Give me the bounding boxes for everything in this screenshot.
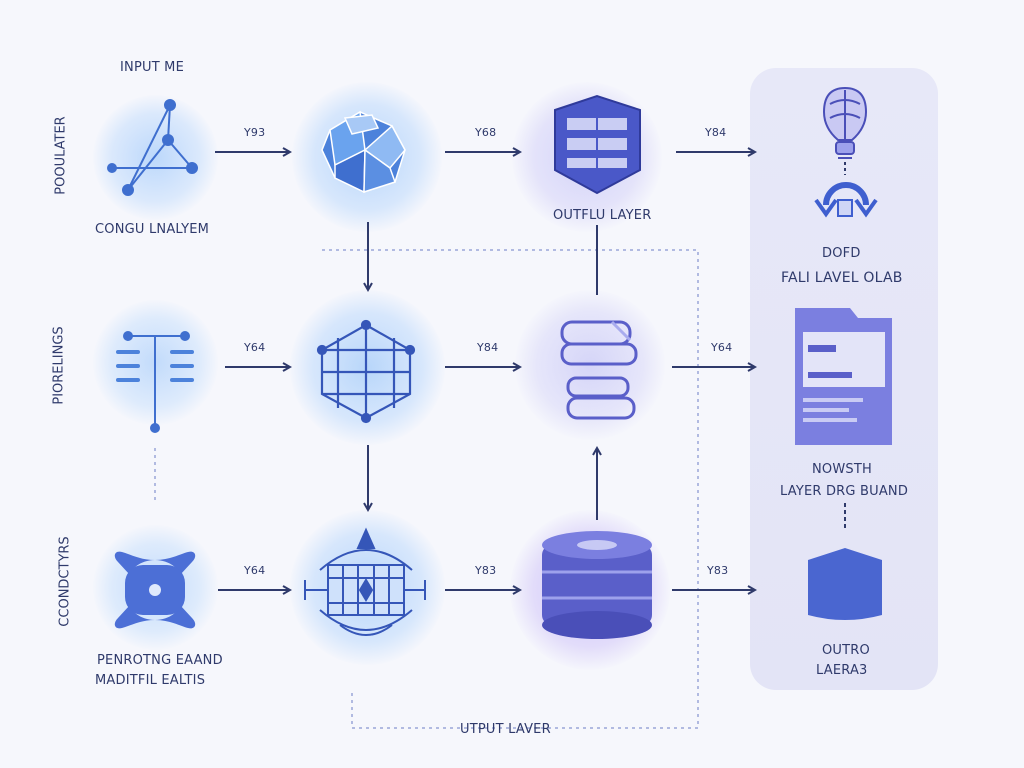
grid-globe-icon [304, 527, 426, 636]
edge-label: Y84 [705, 126, 727, 139]
panel-caption: DOFD [822, 246, 861, 261]
edge-label: Y64 [711, 341, 733, 354]
panel-caption: LAERA3 [816, 663, 868, 678]
dotted-guides [154, 249, 699, 729]
split-stack-icon [116, 331, 194, 433]
node-glow [93, 95, 218, 220]
bottom-caption: UTPUT LAVER [460, 722, 551, 737]
panel-caption: OUTRO [822, 643, 870, 658]
refresh-icon [814, 182, 878, 218]
stacked-bars-icon [560, 320, 638, 420]
cluster-icon [321, 110, 406, 194]
row-label-2: PIORELINGS [51, 326, 67, 405]
database-icon [542, 531, 652, 639]
document-icon [795, 308, 892, 445]
panel-caption: LAYER DRG BUAND [780, 484, 909, 499]
edge-label: Y68 [475, 126, 497, 139]
node-caption: OUTFLU LAYER [553, 208, 652, 223]
edge-label: Y64 [244, 564, 266, 577]
edge-label: Y84 [477, 341, 499, 354]
hub-cross-icon [114, 551, 196, 629]
lightbulb-icon [822, 86, 868, 159]
input-title: INPUT ME [120, 60, 185, 75]
database-shield-icon [554, 94, 641, 195]
row-label-1: POOULATER [53, 116, 69, 195]
edge-label: Y64 [244, 341, 266, 354]
node-caption: CONGU LNALYEM [95, 222, 210, 237]
panel-caption: FALI LAVEL OLAB [781, 270, 903, 286]
storage-box-icon [808, 548, 882, 620]
edge-label: Y83 [707, 564, 729, 577]
row-label-3: CCONDCTYRS [57, 536, 73, 627]
panel-caption: NOWSTH [812, 462, 872, 477]
hex-network-icon [316, 319, 416, 424]
node-caption: MADITFIL EALTIS [95, 673, 206, 688]
node-caption: PENROTNG EAAND [97, 653, 223, 668]
edge-label: Y83 [475, 564, 497, 577]
edge-label: Y93 [244, 126, 266, 139]
graph-icon [107, 99, 198, 196]
flow-arrows [215, 152, 755, 590]
